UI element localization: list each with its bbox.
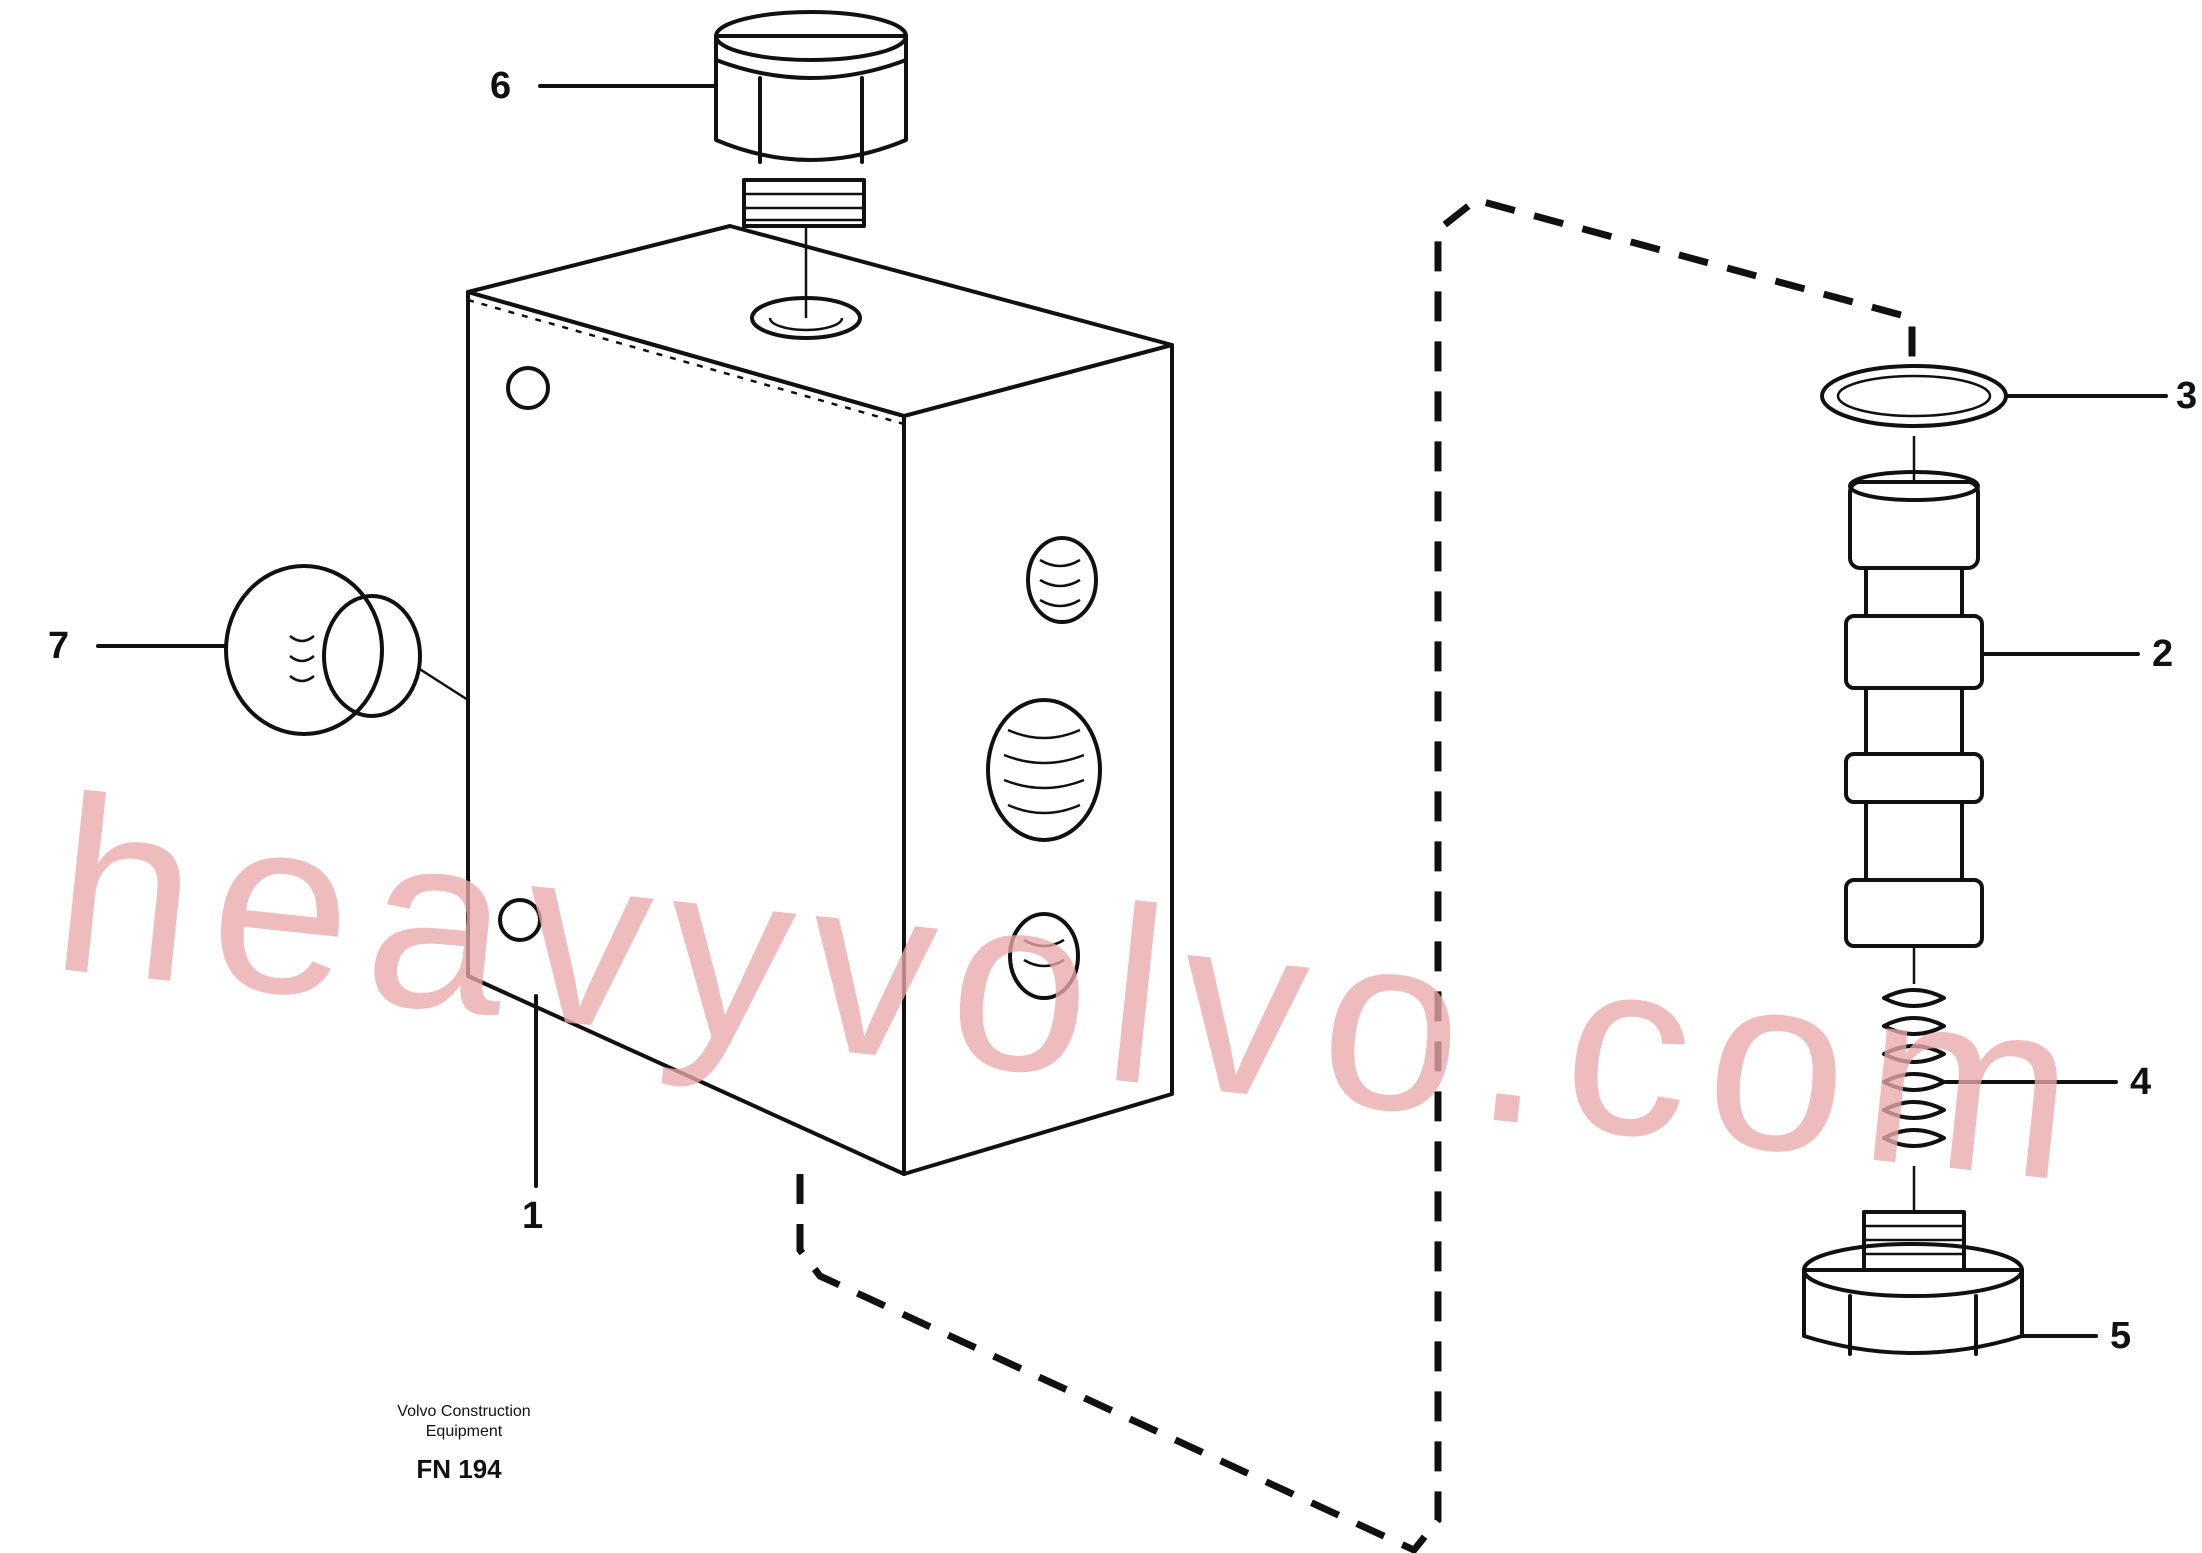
- spool-2: [1844, 436, 1984, 948]
- callout-1: 1: [522, 1195, 543, 1237]
- valve-block: [466, 224, 1174, 1176]
- callout-4: 4: [2130, 1061, 2151, 1103]
- callout-5: 5: [2110, 1315, 2131, 1357]
- callout-7: 7: [48, 625, 69, 667]
- callouts: 1 2 3 4 5 6 7: [48, 65, 2197, 1357]
- callout-2: 2: [2152, 633, 2173, 675]
- plug-6: [714, 10, 908, 318]
- watermark-text: heavyvolvo.com: [42, 743, 2104, 1234]
- plug-5: [1802, 1166, 2024, 1356]
- publisher-line-2: Equipment: [426, 1423, 503, 1440]
- leader-lines: [96, 84, 2168, 1338]
- callout-6: 6: [490, 65, 511, 107]
- plug-7: [224, 564, 469, 736]
- o-ring-3: [1820, 364, 2008, 428]
- callout-3: 3: [2176, 375, 2197, 417]
- publisher-line-1: Volvo Construction: [397, 1403, 530, 1420]
- figure-code: FN 194: [416, 1454, 502, 1484]
- exploded-view-boundary: [796, 196, 1916, 1553]
